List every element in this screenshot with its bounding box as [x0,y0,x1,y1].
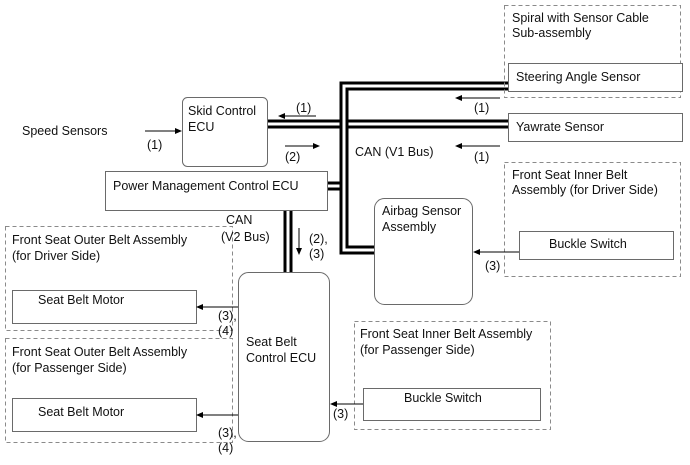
yawrate-sensor-label: Yawrate Sensor [516,120,604,134]
spiral-group-title-line1: Spiral with Sensor Cable [512,11,649,25]
seat-belt-motor-passenger-box [12,398,197,432]
steering-angle-sensor-box [508,63,683,92]
signal-skid-in: (1) [296,101,311,115]
outer-driver-title-line2: (for Driver Side) [12,249,100,263]
outer-belt-passenger-group [5,338,233,443]
spiral-group-title-line2: Sub-assembly [512,26,592,40]
signal-buckle-driver: (3) [485,259,500,273]
inner-driver-title-line2: Assembly (for Driver Side) [512,183,658,197]
inner-belt-driver-group [504,162,681,277]
can-bus-lines [267,81,510,276]
outer-passenger-title-line2: (for Passenger Side) [12,361,127,375]
signal-v2-line1: (2), [309,232,328,246]
seat-belt-motor-driver-label: Seat Belt Motor [38,293,124,307]
seat-belt-motor-driver-box [12,290,197,324]
signal-arrows [145,95,519,418]
skid-ecu-label-line1: Skid Control [188,104,256,118]
yawrate-sensor-box [508,113,683,142]
inner-passenger-title-line1: Front Seat Inner Belt Assembly [360,327,533,341]
speed-sensors-label: Speed Sensors [22,124,107,138]
seat-belt-motor-passenger-label: Seat Belt Motor [38,405,124,419]
outer-belt-driver-group [5,226,233,331]
airbag-sensor-label-line2: Assembly [382,220,437,234]
signal-buckle-passenger: (3) [333,407,348,421]
can-v2-label-line1: CAN [226,213,252,227]
inner-belt-passenger-group [354,321,551,430]
buckle-switch-driver-label: Buckle Switch [549,237,627,251]
inner-passenger-title-line2: (for Passenger Side) [360,343,475,357]
can-v1-bus-label: CAN (V1 Bus) [355,145,434,159]
signal-motor-passenger-line2: (4) [218,441,233,455]
power-management-ecu-label: Power Management Control ECU [113,179,299,193]
signal-steering: (1) [474,101,489,115]
outer-passenger-title-line1: Front Seat Outer Belt Assembly [12,345,188,359]
seat-belt-ecu-label-line2: Control ECU [246,351,316,365]
buckle-switch-passenger-label: Buckle Switch [404,391,482,405]
signal-skid-out: (2) [285,150,300,164]
buckle-switch-driver-box [519,231,674,260]
signal-speed: (1) [147,138,162,152]
seat-belt-control-ecu-box [238,272,330,442]
inner-driver-title-line1: Front Seat Inner Belt [512,168,628,182]
signal-motor-passenger-line1: (3), [218,426,237,440]
airbag-sensor-box [374,198,473,305]
airbag-sensor-label-line1: Airbag Sensor [382,204,461,218]
signal-motor-driver-line1: (3), [218,309,237,323]
skid-control-ecu-box [182,97,268,167]
seat-belt-ecu-label-line1: Seat Belt [246,335,297,349]
steering-angle-sensor-label: Steering Angle Sensor [516,70,640,84]
skid-ecu-label-line2: ECU [188,120,214,134]
buckle-switch-passenger-box [363,388,541,421]
spiral-sensor-group [504,5,681,98]
signal-v2-line2: (3) [309,247,324,261]
signal-motor-driver-line2: (4) [218,324,233,338]
signal-yawrate: (1) [474,150,489,164]
can-v2-label-line2: (V2 Bus) [221,230,270,244]
power-management-ecu-box [105,171,328,211]
outer-driver-title-line1: Front Seat Outer Belt Assembly [12,233,188,247]
